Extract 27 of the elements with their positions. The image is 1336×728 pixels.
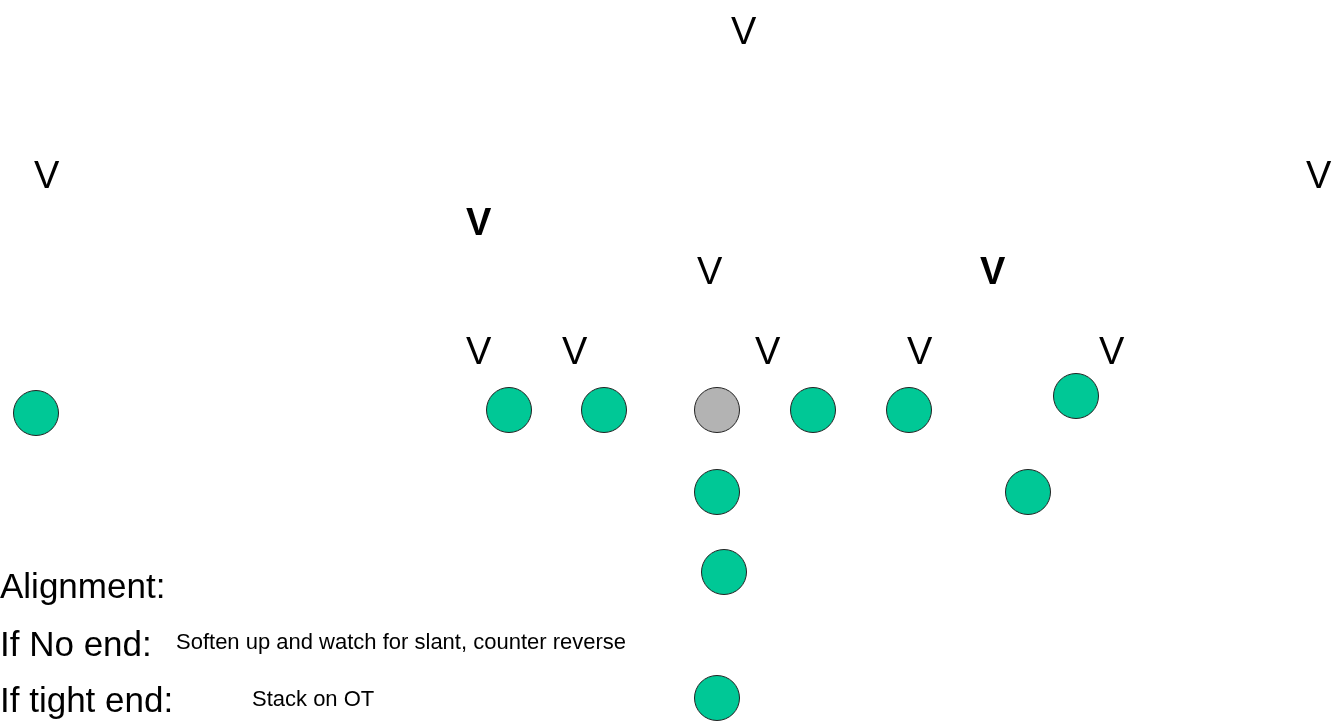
condition-text: If No end: [0,626,152,661]
defender-mark: V [907,332,933,370]
defender-mark: V [1306,156,1332,194]
defender-mark: V [755,332,781,370]
defender-mark: V [466,332,492,370]
note-text: Stack on OT [252,688,375,710]
defender-mark: V [562,332,588,370]
ball-circle [694,387,740,433]
player-circle [886,387,932,433]
note-text: Soften up and watch for slant, counter reverse [176,631,627,653]
player-circle [790,387,836,433]
defender-mark: V [34,156,60,194]
player-circle [1053,373,1099,419]
heading-text: Alignment: [0,568,166,603]
player-circle [1005,469,1051,515]
defender-mark: V [466,203,492,241]
defender-mark: V [1099,332,1125,370]
player-circle [694,675,740,721]
player-circle [581,387,627,433]
defender-mark: V [980,252,1006,290]
player-circle [486,387,532,433]
defender-mark: V [697,252,723,290]
condition-text: If tight end: [0,682,174,717]
player-circle [694,469,740,515]
defender-mark: V [731,12,757,50]
player-circle [13,390,59,436]
player-circle [701,549,747,595]
